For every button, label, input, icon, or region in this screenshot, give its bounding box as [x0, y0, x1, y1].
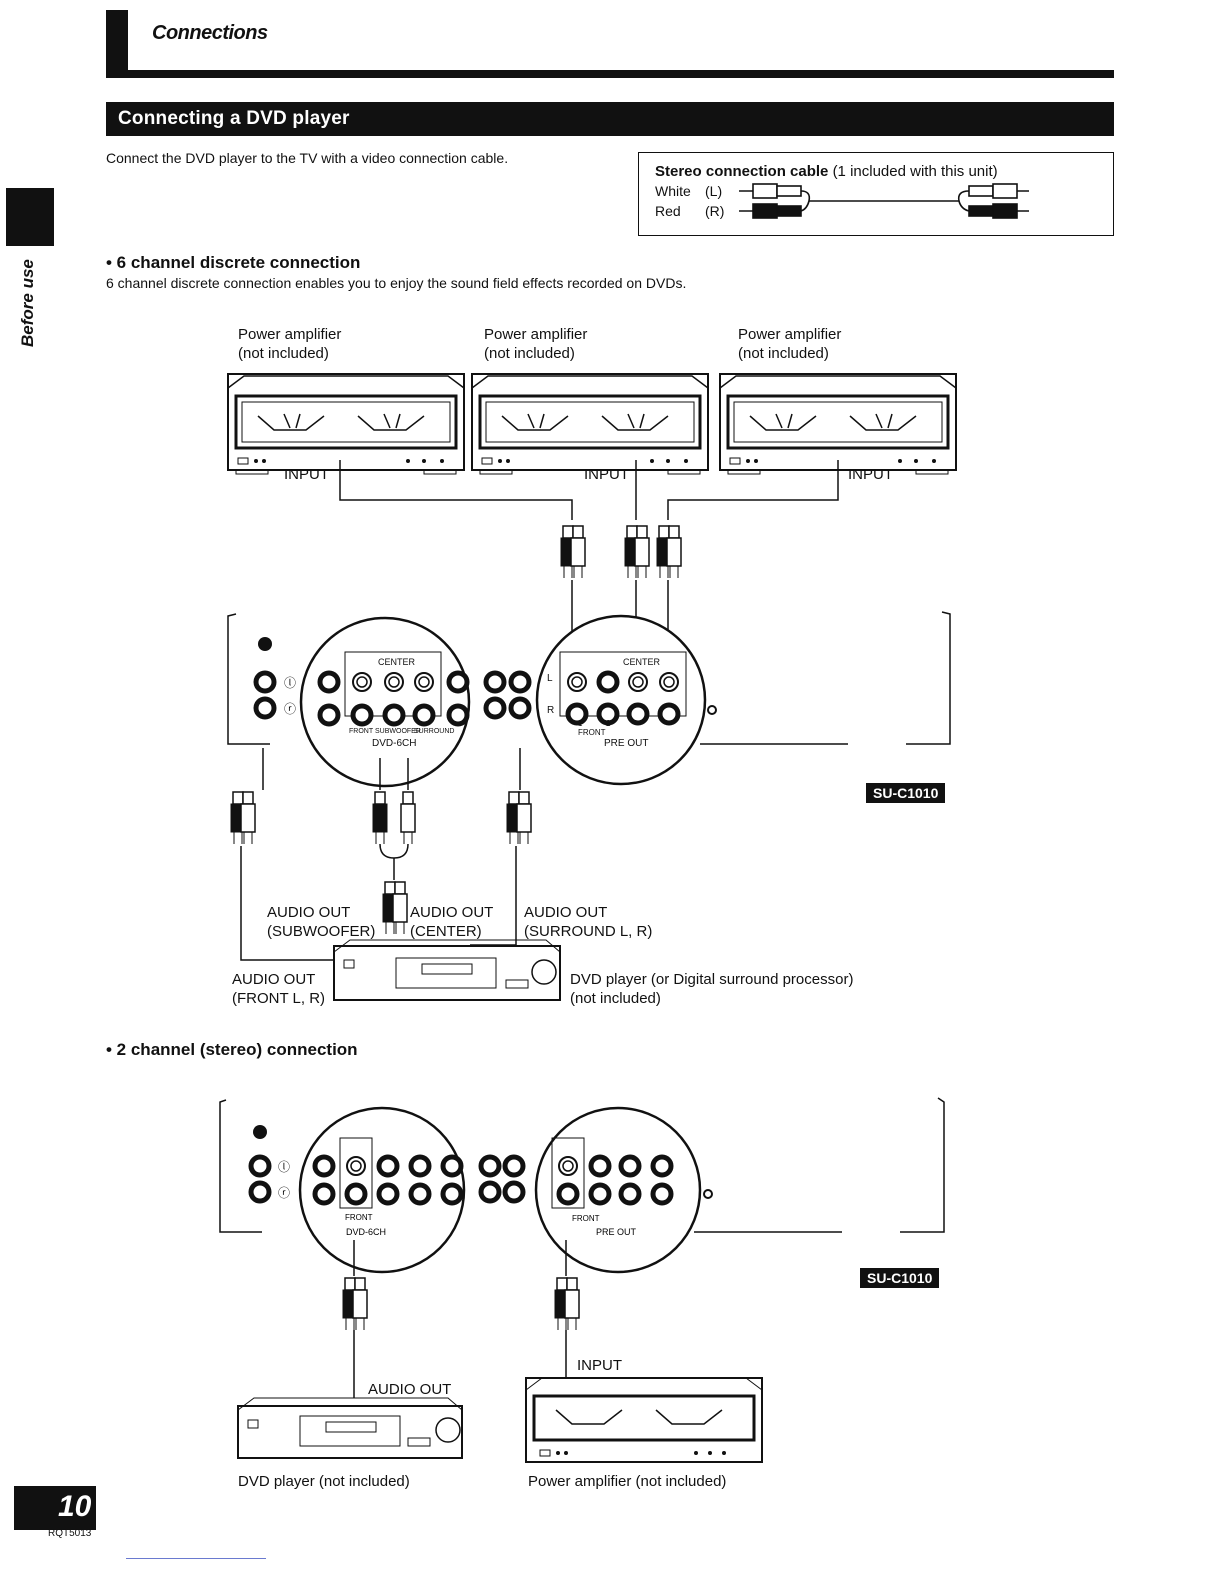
dvd-player-six-channel — [333, 939, 561, 1001]
red-code: (R) — [705, 203, 725, 219]
side-tab-marker — [6, 188, 54, 246]
dvd-player-two-channel — [237, 1397, 463, 1459]
surround-output-line1: AUDIO OUT — [524, 904, 608, 921]
dvd-six-channel-label: DVD player (or Digital surround processo… — [570, 970, 853, 1008]
amp-1-line2: (not included) — [238, 345, 329, 362]
panel-dvd6ch-label: DVD-6CH — [372, 738, 417, 749]
amp-3-input-label: INPUT — [848, 466, 893, 483]
panel-front12-label: FRONT — [578, 728, 606, 737]
front-output-label: AUDIO OUT (FRONT L, R) — [232, 970, 325, 1008]
model-badge-top: SU-C1010 — [866, 783, 946, 803]
dvd-six-channel-line1: DVD player (or Digital surround processo… — [570, 971, 854, 988]
section-title-bar — [106, 102, 1114, 136]
amp-2-input-label: INPUT — [584, 466, 629, 483]
front-output-line1: AUDIO OUT — [232, 971, 316, 988]
svg-text:ⓛ: ⓛ — [284, 676, 296, 690]
dvd6ch-magnify-circle — [299, 616, 471, 788]
amp-1-label: Power amplifier (not included) — [238, 325, 341, 363]
six-channel-diagram: ⓛⓡ — [226, 372, 958, 1001]
header-rule — [106, 70, 1114, 78]
page-number-box — [14, 1486, 96, 1530]
svg-text:FRONT: FRONT — [572, 1214, 600, 1223]
center-output-label: AUDIO OUT (CENTER) — [410, 903, 493, 941]
svg-text:PRE OUT: PRE OUT — [596, 1227, 637, 1237]
svg-text:ⓡ: ⓡ — [284, 702, 296, 716]
amp-2-line2: (not included) — [484, 345, 575, 362]
svg-text:DVD-6CH: DVD-6CH — [346, 1227, 386, 1237]
cable-box-title: Stereo connection cable (1 included with… — [655, 163, 998, 180]
subwoofer-output-line2: (SUBWOOFER) — [267, 923, 376, 940]
surround-output-line2: (SURROUND L, R) — [524, 923, 653, 940]
panel-center2-label: CENTER — [623, 657, 661, 667]
panel-center-label: CENTER — [378, 657, 416, 667]
amp-1-line1: Power amplifier — [238, 326, 342, 343]
panel-surround-label: SURROUND — [414, 728, 455, 735]
two-ch-dvd-label: DVD player (not included) — [238, 1473, 410, 1490]
red-label: Red — [655, 203, 681, 219]
dvd-six-channel-line2: (not included) — [570, 990, 661, 1007]
center-output-line2: (CENTER) — [410, 923, 482, 940]
six-channel-description: 6 channel discrete connection enables yo… — [106, 275, 687, 291]
cable-box-title-bold: Stereo connection cable — [655, 163, 829, 180]
cable-box-title-rest: (1 included with this unit) — [832, 163, 998, 180]
stereo-cable-drawing — [739, 183, 1029, 219]
two-ch-preout-circle — [534, 1106, 702, 1274]
six-channel-heading: • 6 channel discrete connection — [106, 253, 361, 272]
power-amplifier-two-channel — [525, 1377, 763, 1463]
panel-ch-r-label: R — [547, 705, 555, 716]
footer-link-underline — [126, 1558, 266, 1559]
panel-ch-l-label: L — [547, 673, 553, 684]
preout-magnify-circle — [535, 614, 707, 786]
amp-3-line2: (not included) — [738, 345, 829, 362]
panel-preout-label: PRE OUT — [604, 738, 649, 749]
white-label: White — [655, 183, 691, 199]
panel-num2-label: 2 — [606, 719, 611, 728]
header-section-title: Connections — [152, 22, 268, 44]
model-badge-bottom: SU-C1010 — [860, 1268, 940, 1288]
svg-text:FRONT: FRONT — [345, 1213, 373, 1222]
document-code: RQT5013 — [48, 1528, 92, 1539]
amp-1-input-label: INPUT — [284, 466, 329, 483]
power-amplifier-2 — [470, 372, 710, 476]
amp-3-label: Power amplifier (not included) — [738, 325, 841, 363]
svg-text:ⓛ: ⓛ — [278, 1160, 290, 1174]
amp-2-label: Power amplifier (not included) — [484, 325, 587, 363]
rear-panel-frame — [227, 611, 951, 745]
front-output-line2: (FRONT L, R) — [232, 990, 326, 1007]
intro-text: Connect the DVD player to the TV with a … — [106, 150, 509, 166]
power-amplifier-3 — [718, 372, 958, 476]
amp-3-line1: Power amplifier — [738, 326, 842, 343]
stereo-cable-box: Stereo connection cable (1 included with… — [638, 152, 1114, 236]
two-ch-input-label: INPUT — [577, 1357, 622, 1374]
panel-front-label: FRONT — [349, 728, 374, 735]
amp-2-line1: Power amplifier — [484, 326, 588, 343]
header-marker-bar — [106, 10, 128, 78]
subwoofer-output-line1: AUDIO OUT — [267, 904, 351, 921]
two-channel-heading: • 2 channel (stereo) connection — [106, 1040, 358, 1059]
side-tab-label: Before use — [18, 259, 37, 347]
power-amplifier-1 — [226, 372, 466, 476]
panel-num1-label: 1 — [578, 719, 583, 728]
panel-subwoofer-label: SUBWOOFER — [375, 728, 421, 735]
white-code: (L) — [705, 183, 723, 199]
subwoofer-output-label: AUDIO OUT (SUBWOOFER) — [267, 903, 375, 941]
two-channel-diagram: ⓛ ⓡ FRONT DVD-6CH FRONT PRE OUT — [219, 1097, 945, 1463]
svg-text:ⓡ: ⓡ — [278, 1186, 290, 1200]
surround-output-label: AUDIO OUT (SURROUND L, R) — [524, 903, 652, 941]
side-tab: Before use — [6, 255, 76, 355]
section-title: Connecting a DVD player — [118, 108, 350, 129]
page-number: 10 — [58, 1490, 92, 1523]
two-ch-amp-label: Power amplifier (not included) — [528, 1473, 727, 1490]
center-output-line1: AUDIO OUT — [410, 904, 494, 921]
two-ch-audio-out-label: AUDIO OUT — [368, 1381, 452, 1398]
